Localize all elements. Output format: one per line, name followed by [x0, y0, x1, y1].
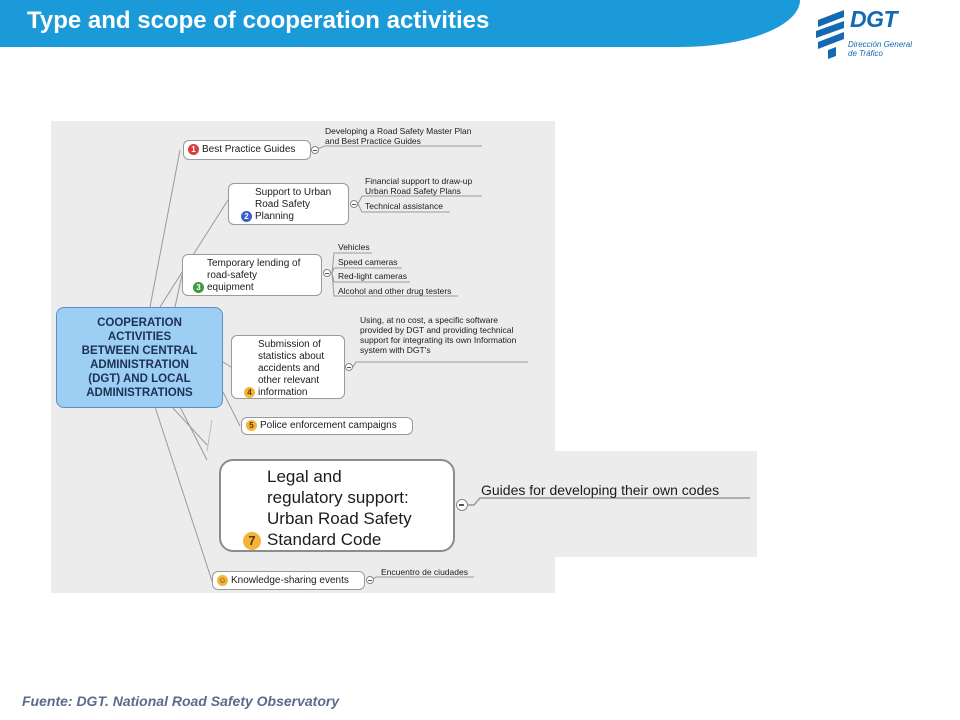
central-line: (DGT) AND LOCAL: [88, 372, 191, 385]
leaf-vehicles: Vehicles: [338, 242, 370, 252]
collapse-icon[interactable]: [323, 269, 331, 277]
branch-line: equipment: [207, 282, 254, 294]
leaf-drug-testers: Alcohol and other drug testers: [338, 286, 452, 296]
number-badge-3: 3: [193, 282, 204, 293]
number-badge-4: 4: [244, 387, 255, 398]
leaf-line: Urban Road Safety Plans: [365, 186, 461, 196]
leaf-encuentro: Encuentro de ciudades: [381, 567, 468, 577]
leaf-line: support for integrating its own Informat…: [360, 335, 517, 345]
leaf-red-light-cameras: Red-light cameras: [338, 271, 407, 281]
logo-subtitle-line1: Dirección General: [848, 40, 913, 49]
branch-line: Temporary lending of: [207, 258, 301, 269]
collapse-icon[interactable]: [456, 499, 468, 511]
branch-line: regulatory support:: [267, 488, 409, 507]
leaf-line: Using, at no cost, a specific software: [360, 315, 498, 325]
branch-line: Support to Urban: [255, 187, 332, 198]
collapse-icon[interactable]: [311, 146, 319, 154]
branch-label: Police enforcement campaigns: [260, 420, 397, 432]
dgt-logo-icon: [816, 10, 844, 59]
branch-line: accidents and: [258, 363, 320, 374]
branch-line: statistics about: [258, 351, 325, 362]
logo-wordmark: DGT: [850, 6, 898, 32]
branch-label: Best Practice Guides: [202, 144, 296, 156]
branch-line: Planning: [255, 211, 294, 223]
smiley-icon: ☺: [217, 575, 228, 586]
branch-legal-support: Legal and regulatory support: Urban Road…: [219, 459, 455, 552]
branch-line: road-safety: [207, 270, 258, 281]
logo-subtitle: Dirección General de Tráfico: [848, 40, 912, 58]
central-line: ADMINISTRATION: [90, 358, 189, 371]
central-line: BETWEEN CENTRAL: [81, 344, 198, 357]
collapse-icon[interactable]: [345, 363, 353, 371]
leaf-speed-cameras: Speed cameras: [338, 257, 398, 267]
leaf-master-plan: Developing a Road Safety Master Plan and…: [325, 126, 471, 146]
branch-line: Urban Road Safety: [267, 509, 412, 528]
number-badge-2: 2: [241, 211, 252, 222]
branch-knowledge-sharing: ☺Knowledge-sharing events: [212, 571, 365, 590]
logo-subtitle-line2: de Tráfico: [848, 49, 883, 58]
branch-line: Submission of: [258, 339, 321, 350]
leaf-line: and Best Practice Guides: [325, 136, 421, 146]
branch-line-with-badge: 7 Standard Code: [243, 529, 443, 550]
number-badge-7: 7: [243, 531, 261, 550]
collapse-icon[interactable]: [366, 576, 374, 584]
central-line: ACTIVITIES: [107, 330, 172, 343]
leaf-technical-assistance: Technical assistance: [365, 201, 443, 211]
collapse-icon[interactable]: [350, 200, 358, 208]
leaf-line: Developing a Road Safety Master Plan: [325, 126, 472, 136]
branch-line: Road Safety: [255, 199, 311, 210]
leaf-software-support: Using, at no cost, a specific software p…: [360, 315, 516, 355]
leaf-line: system with DGT's: [360, 345, 431, 355]
branch-line: Legal and: [267, 467, 342, 486]
source-note: Fuente: DGT. National Road Safety Observ…: [22, 693, 340, 709]
header-bar: [0, 0, 800, 47]
central-node: COOPERATION ACTIVITIES BETWEEN CENTRAL A…: [56, 307, 223, 408]
number-badge-1: 1: [188, 144, 199, 155]
branch-statistics-submission: Submission of statistics about accidents…: [231, 335, 345, 399]
branch-label: Knowledge-sharing events: [231, 575, 349, 587]
leaf-line: Financial support to draw-up: [365, 176, 473, 186]
number-badge-5: 5: [246, 420, 257, 431]
leaf-code-guides: Guides for developing their own codes: [481, 482, 720, 498]
leaf-financial-support: Financial support to draw-up Urban Road …: [365, 176, 472, 196]
leaf-line: provided by DGT and providing technical: [360, 325, 514, 335]
central-line: ADMINISTRATIONS: [86, 386, 193, 399]
branch-line: Standard Code: [267, 530, 382, 549]
branch-line: other relevant: [258, 375, 320, 386]
slide-title: Type and scope of cooperation activities: [27, 7, 490, 34]
branch-line: information: [258, 387, 308, 399]
central-line: COOPERATION: [97, 316, 182, 329]
